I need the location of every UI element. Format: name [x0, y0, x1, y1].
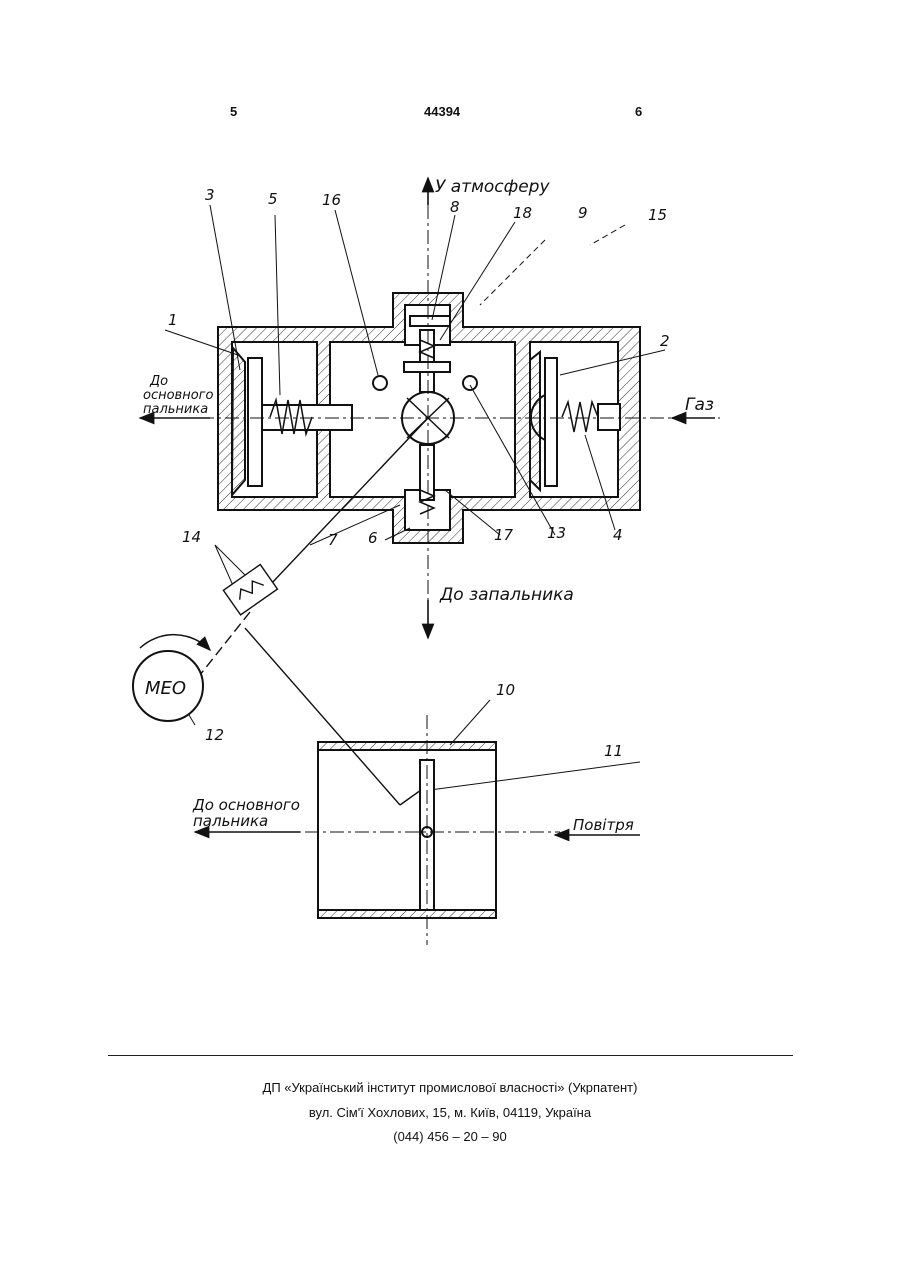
callout-3: 3 — [205, 186, 215, 204]
callout-8: 8 — [450, 198, 460, 216]
callout-15: 15 — [648, 206, 667, 224]
callout-12: 12 — [205, 726, 224, 744]
label-to-main-burner-top-1: До — [149, 374, 168, 389]
callout-9: 9 — [578, 204, 588, 222]
air-duct — [318, 742, 496, 918]
callout-11: 11 — [604, 742, 623, 760]
label-to-main-burner-top-3: пальника — [143, 402, 208, 417]
label-to-igniter: До запальника — [439, 585, 574, 605]
callout-13: 13 — [547, 524, 566, 542]
callout-5: 5 — [268, 190, 278, 208]
callout-16: 16 — [322, 191, 341, 209]
footer-address: вул. Сім'ї Хохлових, 15, м. Київ, 04119,… — [0, 1105, 900, 1120]
label-air: Повітря — [573, 816, 634, 834]
footer-publisher: ДП «Український інститут промислової вла… — [0, 1080, 900, 1095]
footer-divider — [108, 1055, 793, 1056]
callout-1: 1 — [168, 311, 178, 329]
callout-6: 6 — [368, 529, 378, 547]
label-gas: Газ — [685, 395, 714, 415]
callout-7: 7 — [328, 531, 338, 549]
callout-10: 10 — [496, 681, 515, 699]
label-meo: МЕО — [145, 678, 186, 699]
callout-14: 14 — [182, 528, 201, 546]
label-to-main-burner-top-2: основного — [143, 388, 213, 403]
technical-drawing: У атмосферу Газ До запальника До основно… — [0, 0, 900, 1000]
callout-4: 4 — [613, 526, 623, 544]
label-to-atmosphere: У атмосферу — [435, 177, 550, 197]
callout-18: 18 — [513, 204, 532, 222]
label-to-main-burner-bottom-2: пальника — [193, 812, 268, 830]
footer-phone: (044) 456 – 20 – 90 — [0, 1129, 900, 1144]
callout-17: 17 — [494, 526, 514, 544]
callout-2: 2 — [660, 332, 670, 350]
